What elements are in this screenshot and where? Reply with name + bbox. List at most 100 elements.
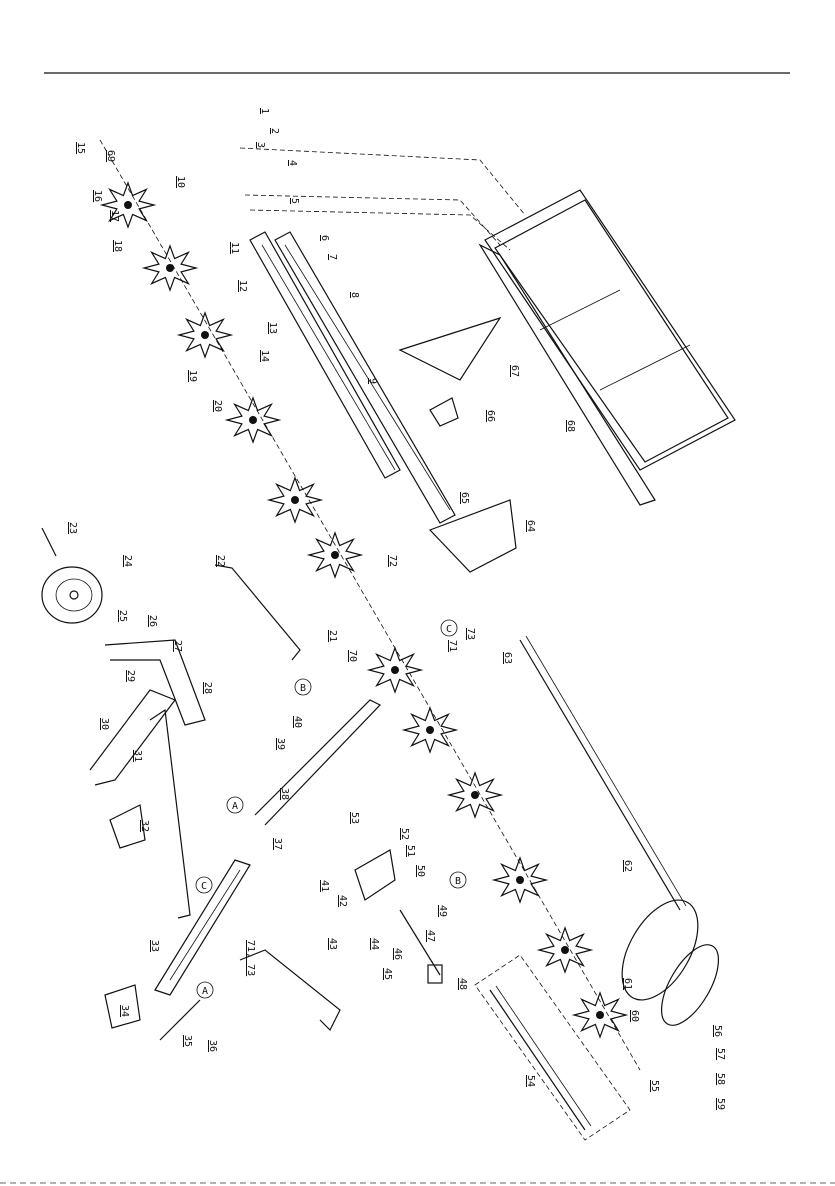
part-number-label: 38 [279,788,290,800]
part-number-label: 32 [139,820,150,832]
part-number-label: 53 [349,812,360,824]
part-number-label: 43 [327,938,338,950]
part-number-label: 60 [629,1010,640,1022]
spiker-wheels [102,183,626,1037]
svg-text:C: C [446,624,452,635]
side-bracket [400,318,500,380]
part-number-label: 62 [622,860,633,872]
part-number-label: 63 [502,652,513,664]
part-number-label: 57 [715,1048,726,1060]
wheel-hub [331,551,339,559]
wheel-hub [596,1011,604,1019]
transport-wheel [42,567,102,623]
wheel-bolt [42,528,56,556]
tine-bar-assembly [250,232,455,523]
wheel-hub [561,946,569,954]
part-number-label: 71, 73 [245,940,256,976]
wheel-arm [105,640,205,725]
svg-text:B: B [455,876,461,887]
latch-plate [355,850,395,900]
mount-plate [430,398,458,426]
part-number-label: 47 [425,930,436,942]
part-number-label: 50 [415,865,426,877]
part-number-label: 40 [292,716,303,728]
part-number-label: 58 [715,1073,726,1085]
guide-line-1 [240,148,525,215]
part-number-label: 12 [237,280,248,292]
wheel-hub [391,666,399,674]
drive-chain [607,887,714,1012]
part-number-label: 64 [525,520,536,532]
part-number-label: 13 [267,322,278,334]
long-arm [150,710,190,918]
wheel-hub [426,726,434,734]
part-number-label: 45 [382,968,393,980]
callout-a-1: A [227,797,243,813]
part-number-label: 55 [649,1080,660,1092]
svg-text:C: C [201,881,207,892]
part-number-label: 24 [122,555,133,567]
part-number-label: 20 [212,400,223,412]
end-bracket [430,500,516,572]
part-number-label: 8 [349,292,360,298]
part-number-label: 1 [259,108,270,114]
wheel-hub [166,264,174,272]
part-number-label: 4 [287,160,298,166]
part-number-label: 33 [149,940,160,952]
wheel-hub [516,876,524,884]
part-number-label: 11 [229,242,240,254]
part-number-label: 25 [117,610,128,622]
part-number-label: 51 [405,845,416,857]
part-number-label: 9 [367,378,378,384]
tine-rod [490,990,585,1130]
part-number-label: 49 [437,905,448,917]
part-number-label: 66 [485,410,496,422]
part-number-label: 67 [509,365,520,377]
part-number-label: 28 [202,682,213,694]
part-number-label: 59 [715,1098,726,1110]
part-number-label: 21 [327,630,338,642]
part-number-label: 69 [105,150,116,162]
part-number-label: 44 [369,938,380,950]
part-number-label: 41 [319,880,330,892]
part-number-label: 52 [399,828,410,840]
part-number-label: 42 [337,895,348,907]
part-number-label: 72 [387,555,398,567]
part-number-label: 48 [457,978,468,990]
part-number-label: 3 [255,142,266,148]
support-arm [90,690,175,785]
part-number-label: 2 [269,128,280,134]
callout-b-1: B [295,679,311,695]
part-number-label: 65 [459,492,470,504]
guide-line-2 [245,195,500,245]
part-number-label: 31 [132,750,143,762]
weight-tray [480,190,735,505]
part-number-label: 61 [622,978,633,990]
part-number-label: 35 [182,1035,193,1047]
part-number-label: 39 [275,738,286,750]
main-shaft-axis [100,140,640,1070]
part-number-label: 19 [187,370,198,382]
wheel-hub [249,416,257,424]
part-number-label: 73 [465,628,476,640]
tow-pin [160,1000,200,1040]
part-number-label: 6 [319,235,330,241]
wheel-hub [201,331,209,339]
callout-c-2: C [196,877,212,893]
part-number-label: 71 [447,640,458,652]
part-number-label: 34 [119,1005,130,1017]
part-number-label: 26 [147,615,158,627]
part-number-label: 17 [109,210,120,222]
part-number-label: 23 [67,522,78,534]
part-number-label: 16 [92,190,103,202]
wheel-hub [291,496,299,504]
wheel-hub [471,791,479,799]
svg-text:B: B [300,683,306,694]
part-number-label: 18 [112,240,123,252]
part-number-label: 27 [172,640,183,652]
part-number-label: 36 [207,1040,218,1052]
part-number-label: 68 [565,420,576,432]
svg-text:A: A [202,986,208,997]
callout-a-2: A [197,982,213,998]
part-number-label: 37 [272,838,283,850]
